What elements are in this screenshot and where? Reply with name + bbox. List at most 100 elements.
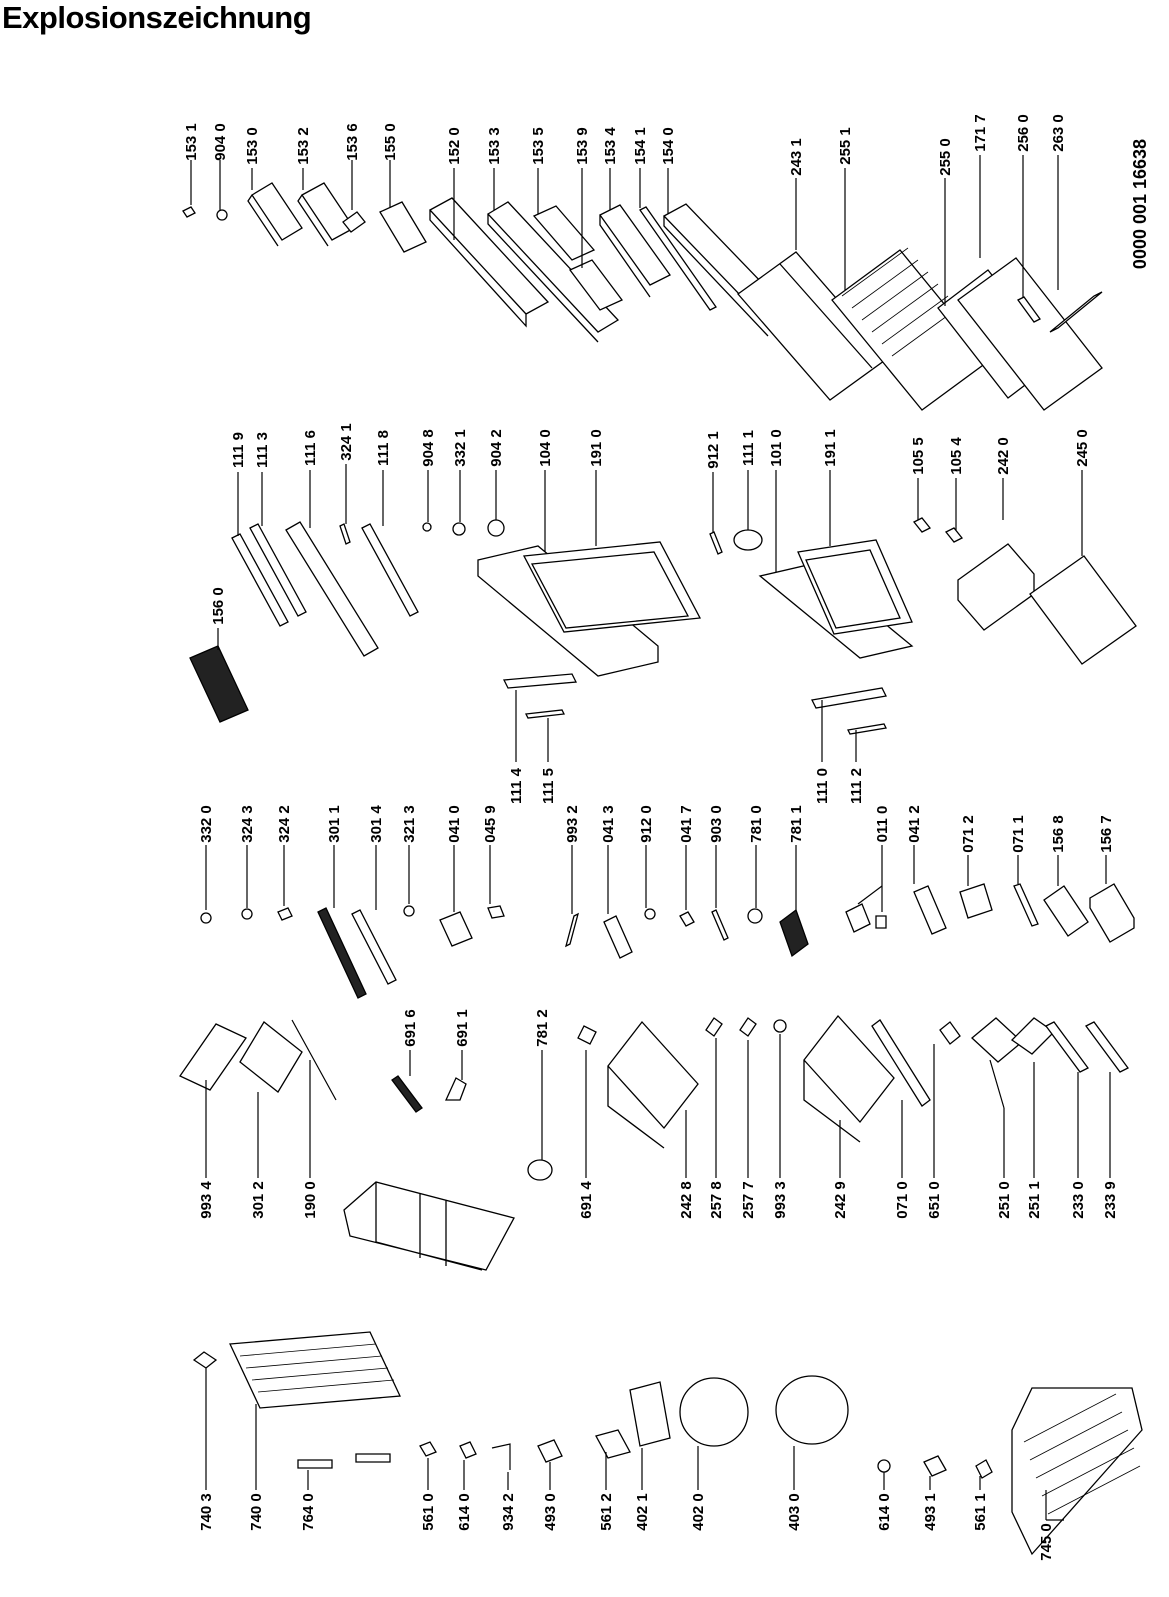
part-number-label: 104 0 [537, 429, 554, 467]
part-number-label: 111 9 [230, 432, 247, 468]
part-number-label: 153 1 [183, 123, 200, 161]
cabinet-icon [343, 1181, 515, 1271]
bracket-041-0-icon [439, 911, 473, 947]
screw-912-0-icon [644, 908, 656, 920]
part-number-label: 561 0 [420, 1493, 437, 1531]
strip-256-0-icon [1017, 296, 1041, 323]
part-number-label: 153 2 [295, 127, 312, 165]
cover-251-1-icon [1010, 1017, 1056, 1055]
part-number-label: 191 1 [822, 429, 839, 467]
rail-301-4-icon [351, 909, 397, 985]
bracket-111-4-icon [502, 673, 578, 689]
nut-324-3-icon [241, 908, 253, 920]
hinge-105-4-icon [944, 527, 964, 543]
door-shelf-152-0-icon [428, 197, 550, 328]
seal-strip-111-9-icon [231, 533, 289, 627]
compressor-402-0-icon [679, 1377, 749, 1447]
strip-111-5-icon [525, 709, 565, 719]
part-number-label: 243 1 [788, 138, 805, 176]
part-number-label: 257 7 [740, 1181, 757, 1219]
document-number: 0000 001 16638 [1130, 139, 1150, 269]
part-number-label: 263 0 [1050, 114, 1067, 152]
part-number-label: 781 0 [748, 805, 765, 843]
part-number-label: 101 0 [768, 429, 785, 467]
part-number-label: 242 9 [832, 1181, 849, 1219]
clip-561-0-icon [419, 1441, 437, 1457]
hinge-105-5-icon [912, 517, 932, 533]
part-number-label: 171 7 [972, 114, 989, 152]
hinge-041-3-icon [603, 915, 633, 959]
rail-233-0-icon [1045, 1021, 1089, 1073]
bracket-071-2-icon [959, 883, 993, 919]
knob-904-2-icon [487, 519, 505, 537]
part-number-label: 764 0 [300, 1493, 317, 1531]
part-number-label: 111 2 [848, 768, 865, 804]
pin-324-1-icon [339, 523, 351, 545]
grille-156-0-icon [189, 645, 249, 723]
part-number-label: 745 0 [1038, 1523, 1055, 1561]
part-number-label: 301 2 [250, 1181, 267, 1219]
pin-903-0-icon [711, 909, 729, 941]
cover-156-8-icon [1043, 885, 1089, 937]
part-number-label: 993 2 [564, 805, 581, 843]
handle-111-6-icon [285, 521, 379, 657]
part-number-label: 691 1 [454, 1009, 471, 1047]
clip-257-8-icon [705, 1017, 723, 1037]
cap-993-3-icon [773, 1019, 787, 1033]
butter-dish-153-0-icon [247, 182, 303, 247]
part-number-label: 071 0 [894, 1181, 911, 1219]
part-number-label: 111 3 [254, 432, 271, 468]
refrigeration-parts [192, 1331, 1143, 1556]
small-parts [200, 883, 1135, 1181]
strip-263-0-icon [1049, 291, 1103, 333]
screw-321-3-icon [403, 905, 415, 917]
strip-071-0-icon [871, 1019, 931, 1107]
part-number-label: 493 1 [922, 1493, 939, 1531]
part-number-label: 071 2 [960, 815, 977, 853]
part-number-label: 153 9 [574, 127, 591, 165]
part-number-label: 105 4 [948, 437, 965, 475]
door-shelf-parts [182, 182, 1103, 411]
small-shelf-153-9-icon [568, 259, 624, 311]
tray-156-7-icon [1089, 883, 1135, 943]
part-number-label: 233 9 [1102, 1181, 1119, 1219]
part-number-label: 614 0 [456, 1493, 473, 1531]
part-number-label: 332 0 [198, 805, 215, 843]
screw-993-2-icon [565, 912, 579, 948]
part-number-label: 904 0 [212, 123, 229, 161]
part-number-label: 251 1 [1026, 1181, 1043, 1219]
condenser-hatch [239, 1343, 395, 1393]
cable-190-0-icon [291, 1019, 337, 1101]
cap-332-0-icon [200, 912, 212, 924]
part-number-label: 651 0 [926, 1181, 943, 1219]
filter-764-0-icon [297, 1453, 391, 1469]
part-number-label: 934 2 [500, 1493, 517, 1531]
part-number-label: 156 8 [1050, 815, 1067, 853]
rail-301-1-icon [317, 907, 367, 999]
part-number-label: 153 4 [602, 127, 619, 165]
part-number-label: 255 1 [837, 127, 854, 165]
part-number-label: 071 1 [1010, 815, 1027, 853]
screw-904-8-icon [422, 522, 432, 532]
part-number-label: 301 1 [326, 805, 343, 843]
cabinet-parts [179, 1014, 1129, 1271]
part-number-label: 324 3 [239, 805, 256, 843]
crisper-242-0-icon [957, 543, 1035, 631]
page-title: Explosionszeichnung [2, 0, 312, 35]
clip-153-1-icon [182, 206, 196, 218]
part-number-label: 111 4 [508, 767, 525, 804]
hinge-011-0-icon [845, 903, 887, 933]
control-panel-993-4-icon [179, 1023, 247, 1091]
part-number-label: 155 0 [382, 123, 399, 161]
part-number-label: 324 1 [338, 423, 355, 461]
part-number-label: 153 0 [244, 127, 261, 165]
knob-781-0-icon [747, 908, 763, 924]
panel-301-2-icon [239, 1021, 303, 1093]
part-number-label: 912 0 [638, 805, 655, 843]
condenser-740-0-icon [229, 1331, 401, 1409]
part-number-label: 255 0 [937, 138, 954, 176]
grommet-614-0b-icon [877, 1459, 891, 1473]
part-number-label: 301 4 [368, 805, 385, 843]
part-number-label: 403 0 [786, 1493, 803, 1531]
